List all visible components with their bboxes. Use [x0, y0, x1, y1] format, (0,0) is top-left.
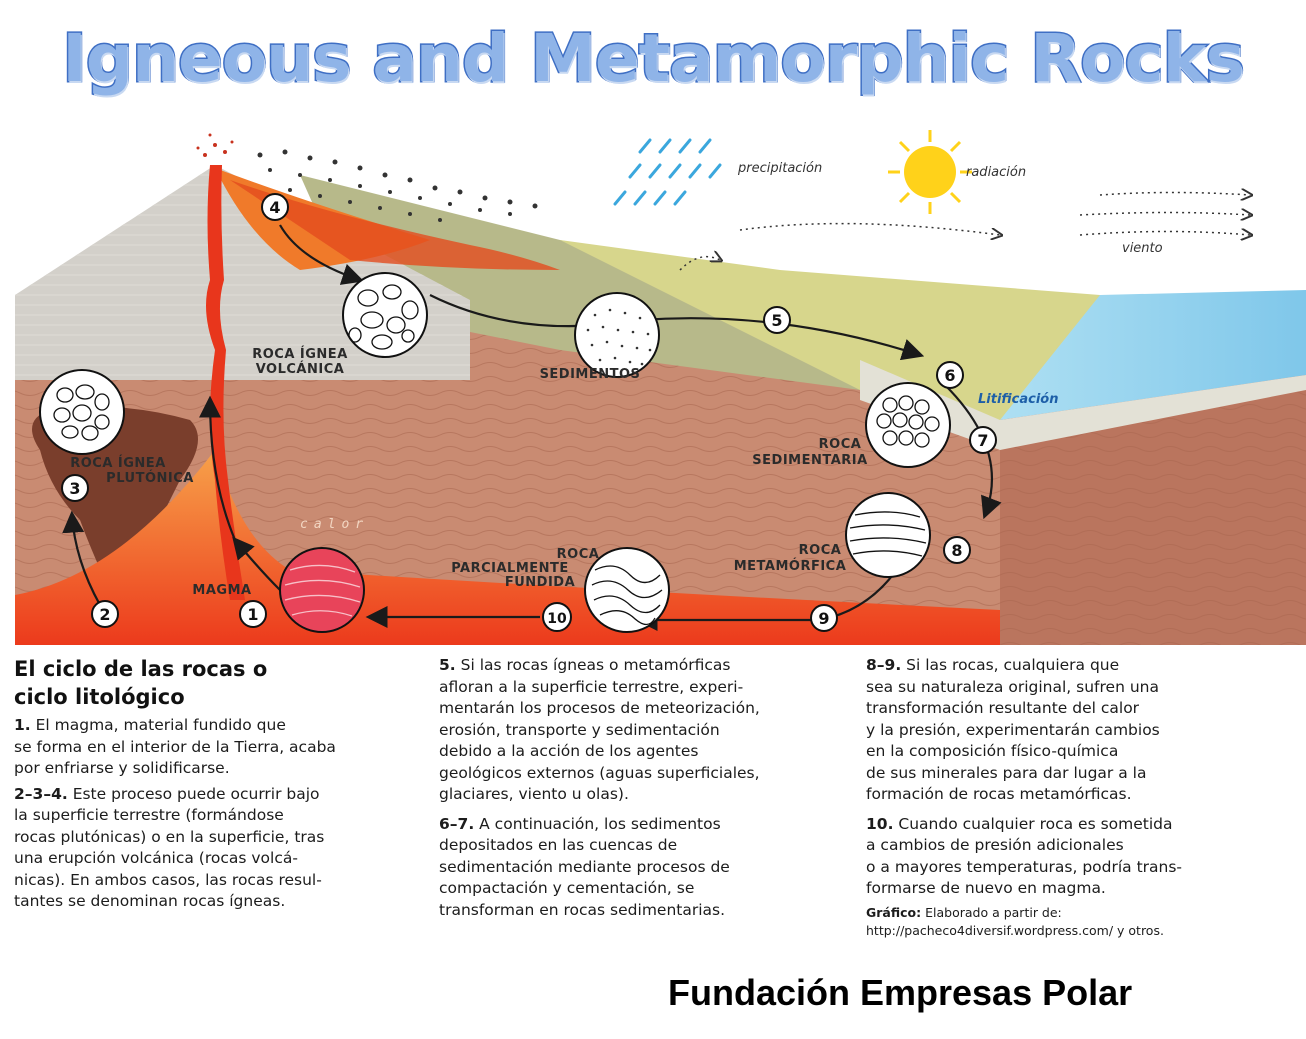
sample-partially-melted	[584, 547, 670, 633]
svg-text:3: 3	[69, 479, 80, 498]
text-column-right: 8–9. Si las rocas, cualquiera que sea su…	[866, 655, 1296, 940]
eruption-particles	[196, 133, 234, 157]
label-roca-parcialmente-fundida-1: ROCA	[557, 547, 600, 562]
svg-text:7: 7	[977, 431, 988, 450]
label-litificacion: Litificación	[978, 392, 1058, 407]
arrow-1	[232, 536, 281, 591]
heading-line-2: ciclo litológico	[14, 685, 185, 709]
step-badge-7: 7	[969, 426, 997, 454]
footer-brand: Fundación Empresas Polar	[668, 972, 1133, 1013]
step-badge-8: 8	[943, 536, 971, 564]
paragraph-2-num: 2–3–4.	[14, 784, 68, 803]
paragraph-8: 8–9. Si las rocas, cualquiera que sea su…	[866, 656, 1160, 803]
label-roca-metamorfica-2: METAMÓRFICA	[734, 558, 847, 574]
paragraph-6-num: 6–7.	[439, 814, 475, 833]
paragraph-5-num: 5.	[439, 656, 456, 674]
rock-cycle-diagram: precipitación radiación viento	[15, 130, 1306, 645]
credit-url: http://pacheco4diversif.wordpress.com/ y…	[866, 922, 1164, 938]
label-roca-sedimentaria-2: SEDIMENTARIA	[752, 453, 867, 468]
paragraph-10-num: 10.	[866, 814, 894, 833]
paragraph-1: 1. El magma, material fundido que se for…	[14, 716, 336, 777]
sun-icon	[888, 130, 972, 214]
step-badge-2: 2	[91, 600, 119, 628]
svg-text:9: 9	[818, 609, 829, 628]
paragraph-5: 5. Si las rocas ígneas o metamórficas af…	[439, 656, 760, 803]
step-badge-9: 9	[810, 604, 838, 632]
label-radiacion: radiación	[966, 165, 1026, 180]
step-badge-1: 1	[239, 600, 267, 628]
label-roca-sedimentaria-1: ROCA	[819, 437, 862, 452]
svg-text:5: 5	[771, 311, 782, 330]
paragraph-6: 6–7. A continuación, los sedimentos depo…	[439, 814, 730, 919]
paragraph-1-num: 1.	[14, 716, 31, 734]
paragraph-2: 2–3–4. Este proceso puede ocurrir bajo l…	[14, 784, 325, 911]
label-calor: calor	[300, 517, 369, 532]
sample-magma	[279, 547, 365, 633]
paragraph-8-num: 8–9.	[866, 656, 902, 674]
label-roca-ignea-volcanica-2: VOLCÁNICA	[256, 361, 345, 377]
label-sedimentos: SEDIMENTOS	[540, 367, 641, 382]
credit-label: Gráfico:	[866, 904, 922, 920]
page-title: Igneous and Metamorphic Rocks	[61, 19, 1247, 99]
sample-sedimentary	[865, 382, 951, 468]
graphic-credit: Gráfico: Elaborado a partir de: http://p…	[866, 904, 1296, 940]
heading-line-1: El ciclo de las rocas o	[14, 657, 268, 681]
step-badge-4: 4	[261, 193, 289, 221]
volcanic-conduit	[206, 165, 245, 600]
rain-icon	[613, 138, 722, 206]
sample-metamorphic	[845, 492, 931, 578]
magma-pool	[15, 450, 1000, 645]
arrow-2-3	[62, 510, 101, 606]
label-viento: viento	[1122, 241, 1163, 256]
step-badge-10: 10	[542, 602, 572, 632]
text-column-middle: 5. Si las rocas ígneas o metamórficas af…	[439, 655, 849, 925]
label-roca-ignea-volcanica-1: ROCA ÍGNEA	[252, 346, 348, 362]
sample-sediment	[574, 292, 660, 378]
label-roca-parcialmente-fundida-3: FUNDIDA	[505, 575, 575, 590]
label-roca-ignea-plutonica-1: ROCA ÍGNEA	[70, 455, 166, 471]
label-precipitacion: precipitación	[737, 161, 822, 176]
svg-text:2: 2	[99, 605, 110, 624]
step-badge-3: 3	[61, 474, 89, 502]
sample-volcanic	[342, 272, 428, 358]
arrow-conduit-up	[199, 395, 237, 541]
label-roca-metamorfica-1: ROCA	[799, 543, 842, 558]
sample-plutonic	[39, 369, 125, 455]
wind-icon	[679, 193, 1250, 271]
svg-text:10: 10	[547, 611, 567, 627]
credit-text: Elaborado a partir de:	[925, 904, 1062, 920]
svg-text:6: 6	[944, 366, 955, 385]
label-roca-ignea-plutonica-2: PLUTÓNICA	[106, 470, 194, 486]
ash-cloud	[257, 149, 538, 222]
svg-text:8: 8	[951, 541, 962, 560]
text-column-left: El ciclo de las rocas o ciclo litológico…	[14, 655, 414, 917]
svg-text:1: 1	[247, 605, 258, 624]
step-badge-6: 6	[936, 361, 964, 389]
svg-text:4: 4	[269, 198, 280, 217]
paragraph-10: 10. Cuando cualquier roca es sometida a …	[866, 814, 1183, 898]
label-magma: MAGMA	[192, 583, 251, 598]
label-roca-parcialmente-fundida-2: PARCIALMENTE	[451, 561, 569, 576]
arrow-4	[279, 224, 365, 285]
step-badge-5: 5	[763, 306, 791, 334]
